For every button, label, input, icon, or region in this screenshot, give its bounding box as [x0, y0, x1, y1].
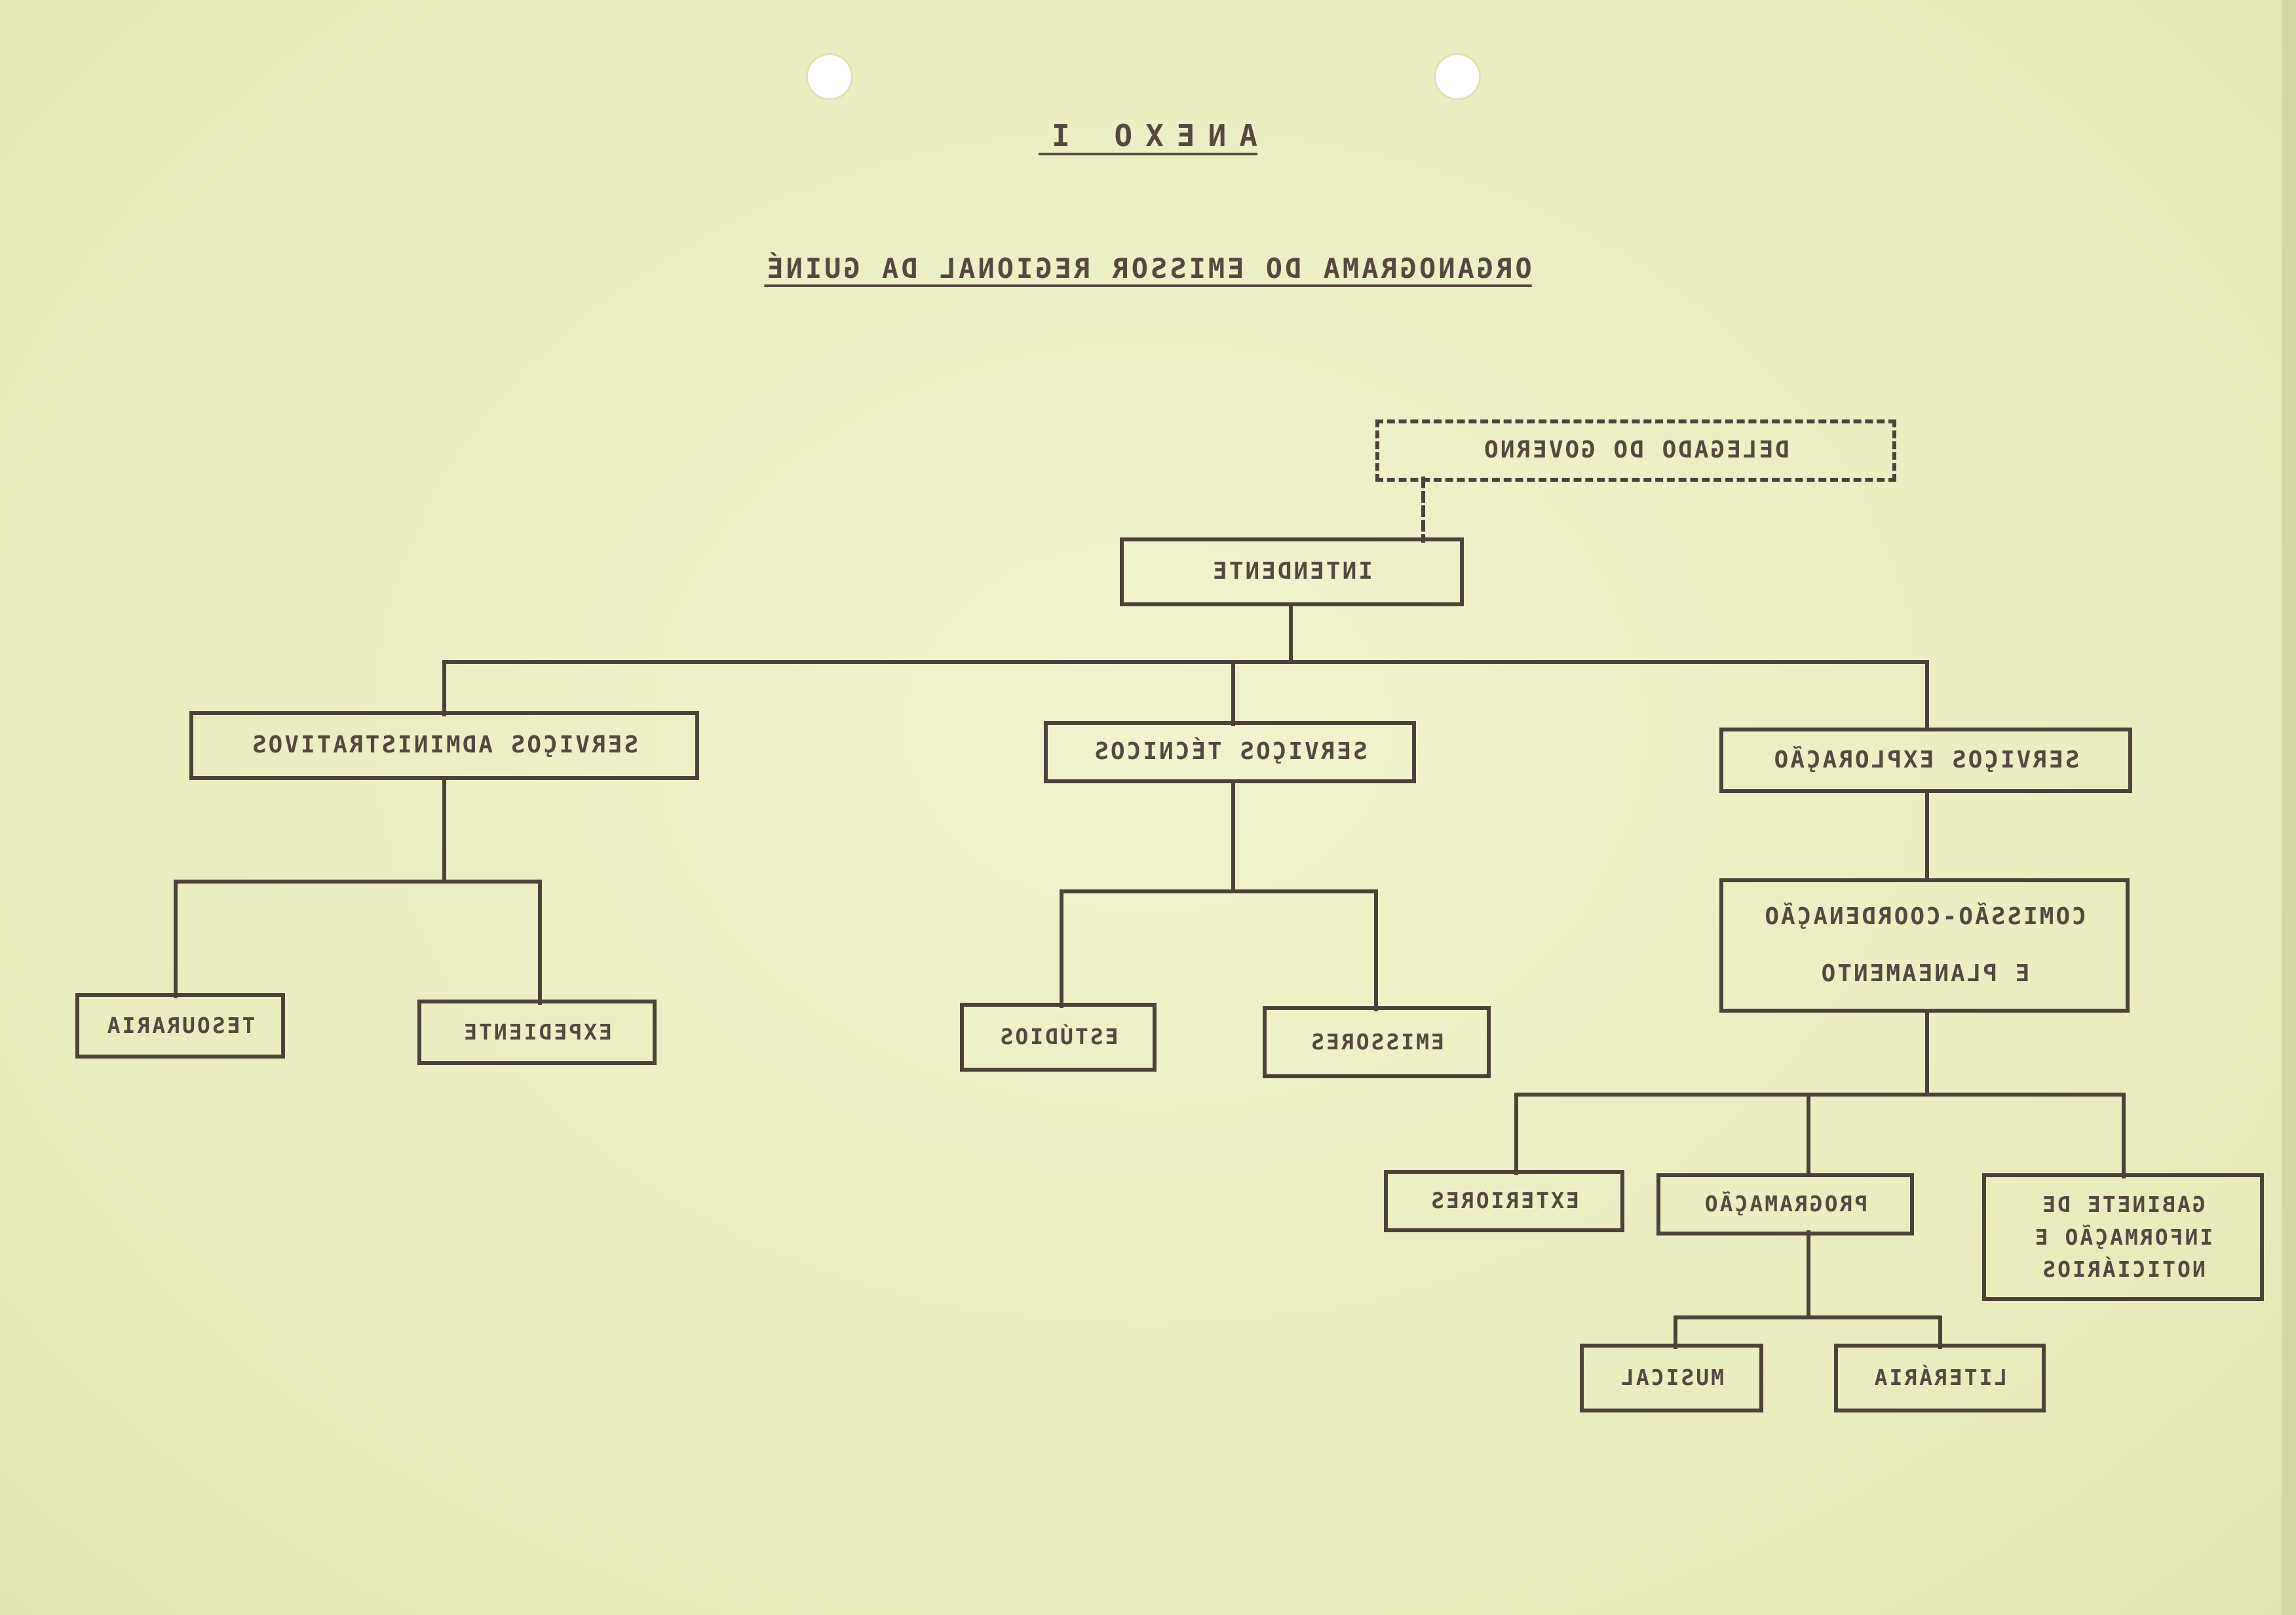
committee-box: COMISSÃO-COORDENAÇÃO E PLANEAMENTO: [1719, 878, 2130, 1013]
admin-services-box: SERVIÇOS ADMINISTRATIVOS: [189, 711, 699, 780]
director-box: INTENDENTE: [1120, 537, 1464, 606]
literary-label: LITERÁRIA: [1872, 1365, 2008, 1391]
news-office-box: GABINETE DE INFORMAÇÃO E NOTICIÁRIOS: [1982, 1173, 2264, 1301]
admin-services-label: SERVIÇOS ADMINISTRATIVOS: [250, 731, 639, 759]
programming-label: PROGRAMAÇÃO: [1702, 1191, 1868, 1217]
studios-box: ESTÚDIOS: [960, 1003, 1157, 1072]
operations-services-box: SERVIÇOS EXPLORAÇÃO: [1719, 728, 2132, 793]
emitters-label: EMISSORES: [1309, 1028, 1444, 1055]
exteriors-label: EXTERIORES: [1429, 1188, 1579, 1214]
paper-edge: [2282, 0, 2296, 1615]
emitters-box: EMISSORES: [1263, 1006, 1491, 1078]
exteriors-box: EXTERIORES: [1384, 1170, 1624, 1232]
technical-services-label: SERVIÇOS TÉCNICOS: [1092, 738, 1368, 766]
studios-label: ESTÚDIOS: [998, 1024, 1119, 1050]
musical-label: MUSICAL: [1618, 1365, 1725, 1391]
treasury-box: TESOURARIA: [75, 993, 285, 1059]
punch-hole-right: [1436, 55, 1479, 98]
dispatch-label: EXPEDIENTE: [462, 1019, 612, 1045]
programming-box: PROGRAMAÇÃO: [1656, 1173, 1914, 1236]
news-office-line-1: GABINETE DE: [2040, 1192, 2206, 1218]
committee-label-line-1: COMISSÃO-COORDENAÇÃO: [1763, 903, 2086, 931]
operations-services-label: SERVIÇOS EXPLORAÇÃO: [1772, 746, 2080, 773]
news-office-line-3: NOTICIÁRIOS: [2040, 1256, 2206, 1283]
director-label: INTENDENTE: [1211, 558, 1373, 585]
literary-box: LITERÁRIA: [1834, 1344, 2046, 1412]
delegate-box: DELEGADO DO GOVERNO: [1375, 419, 1896, 482]
punch-hole-left: [808, 55, 851, 98]
treasury-label: TESOURARIA: [105, 1012, 256, 1038]
news-office-line-2: INFORMAÇÃO E: [2033, 1224, 2213, 1250]
committee-label-line-2: E PLANEAMENTO: [1819, 960, 2030, 987]
delegate-label: DELEGADO DO GOVERNO: [1482, 437, 1789, 464]
technical-services-box: SERVIÇOS TÉCNICOS: [1044, 721, 1416, 783]
musical-box: MUSICAL: [1580, 1344, 1763, 1412]
dispatch-box: EXPEDIENTE: [417, 1000, 657, 1065]
